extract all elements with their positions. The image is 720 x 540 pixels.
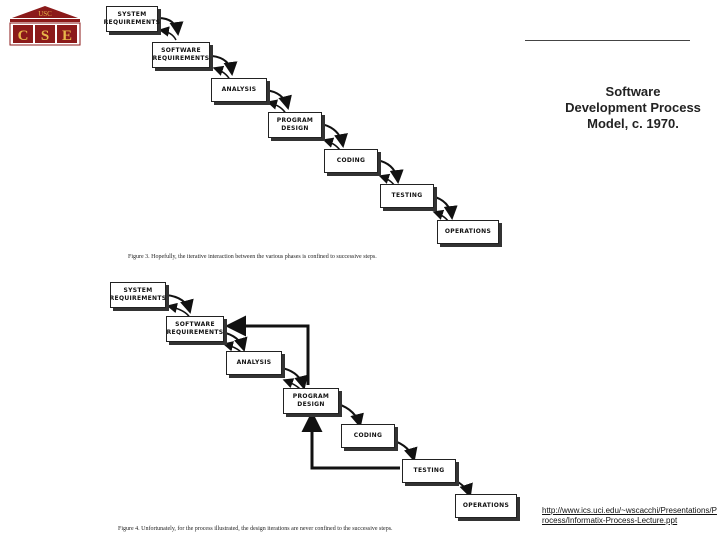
fig3-operations-box: OPERATIONS — [437, 220, 499, 244]
fig3-coding-box: CODING — [324, 149, 378, 173]
slide-title-line2: Development Process — [565, 100, 701, 115]
box-label: PROGRAM — [276, 117, 314, 124]
box-label: REQUIREMENTS — [109, 295, 167, 302]
box-label: CODING — [336, 157, 366, 164]
box-label: REQUIREMENTS — [103, 19, 161, 26]
box-label: SOFTWARE — [161, 47, 201, 54]
box-label: CODING — [353, 432, 383, 439]
svg-text:C: C — [18, 28, 29, 44]
box-label: REQUIREMENTS — [166, 329, 224, 336]
fig4-operations-box: OPERATIONS — [455, 494, 517, 518]
figure4-caption: Figure 4. Unfortunately, for the process… — [118, 526, 393, 532]
box-label: ANALYSIS — [221, 86, 257, 93]
slide-title: Software Development Process Model, c. 1… — [548, 84, 718, 132]
logo-usc-text: USC — [38, 10, 52, 18]
slide-title-line3: Model, c. 1970. — [587, 116, 679, 131]
slide-title-line1: Software — [605, 84, 661, 99]
figure4-design-loop — [225, 315, 400, 470]
box-label: DESIGN — [297, 401, 325, 408]
box-label: SOFTWARE — [175, 321, 215, 328]
fig3-program-design-box: PROGRAM DESIGN — [268, 112, 322, 138]
fig4-software-requirements-box: SOFTWARE REQUIREMENTS — [166, 316, 224, 342]
source-link[interactable]: http://www.ics.uci.edu/~wscacchi/Present… — [542, 506, 717, 525]
fig4-coding-box: CODING — [341, 424, 395, 448]
fig4-program-design-box: PROGRAM DESIGN — [283, 388, 339, 414]
title-rule — [525, 40, 690, 41]
fig3-testing-box: TESTING — [380, 184, 434, 208]
box-label: ANALYSIS — [236, 359, 272, 366]
fig4-analysis-box: ANALYSIS — [226, 351, 282, 375]
fig4-system-requirements-box: SYSTEM REQUIREMENTS — [110, 282, 166, 308]
fig3-software-requirements-box: SOFTWARE REQUIREMENTS — [152, 42, 210, 68]
box-label: TESTING — [391, 192, 423, 199]
box-label: DESIGN — [281, 125, 309, 132]
fig3-system-requirements-box: SYSTEM REQUIREMENTS — [103, 6, 161, 32]
box-label: SYSTEM — [123, 287, 153, 294]
fig4-testing-box: TESTING — [402, 459, 456, 483]
box-label: SYSTEM — [117, 11, 147, 18]
box-label: REQUIREMENTS — [152, 55, 210, 62]
box-label: OPERATIONS — [462, 502, 510, 509]
svg-text:E: E — [62, 28, 72, 44]
fig3-analysis-box: ANALYSIS — [211, 78, 267, 102]
box-label: OPERATIONS — [444, 228, 492, 235]
svg-text:S: S — [41, 28, 49, 44]
box-label: TESTING — [413, 467, 445, 474]
figure3-caption: Figure 3. Hopefully, the iterative inter… — [128, 254, 377, 260]
figure3-arrows — [157, 17, 458, 220]
box-label: PROGRAM — [292, 393, 330, 400]
